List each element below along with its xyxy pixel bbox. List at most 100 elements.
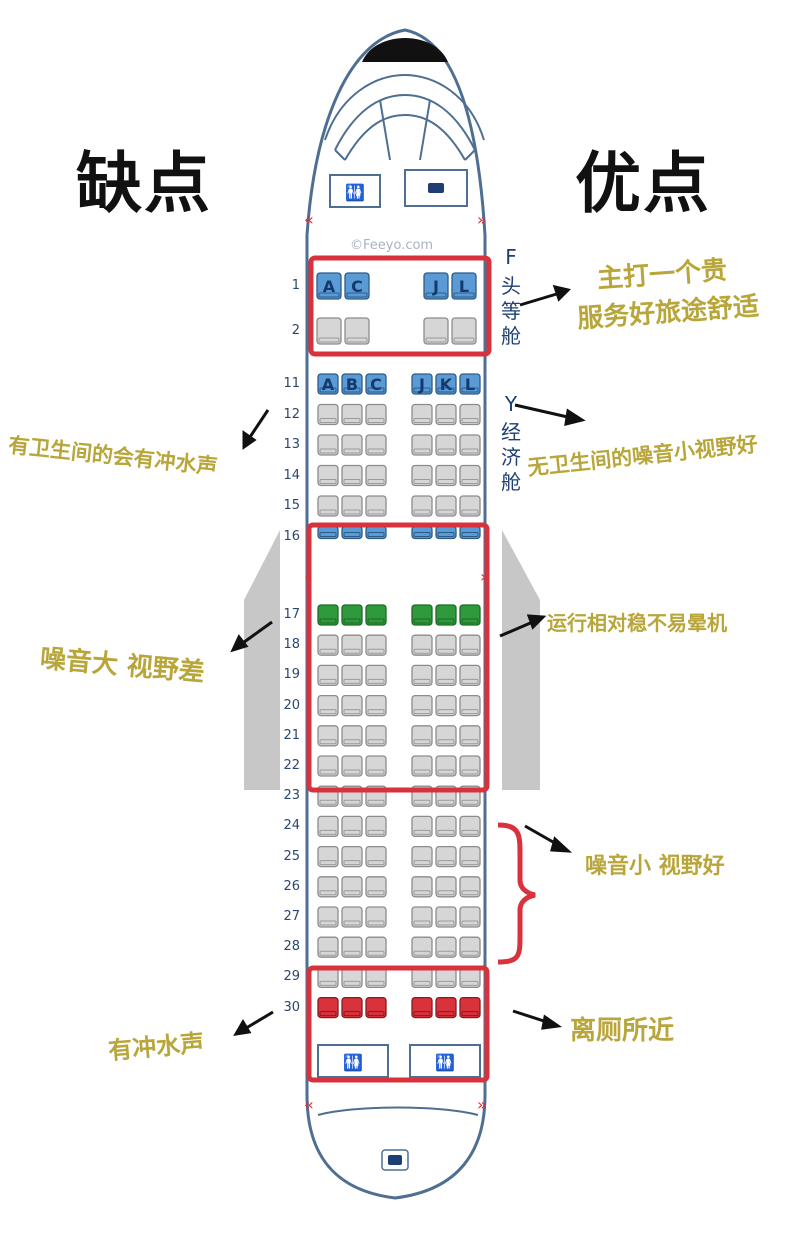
seat-30-A[interactable] [317,996,339,1019]
seat-22-L[interactable] [459,755,481,777]
seat-16-B[interactable] [341,525,363,540]
seat-17-K[interactable] [435,604,457,626]
seat-12-C[interactable] [365,403,387,426]
seat-28-C[interactable] [365,936,387,958]
seat-16-C[interactable] [365,525,387,540]
seat-24-B[interactable] [341,815,363,838]
seat-26-B[interactable] [341,876,363,898]
seat-14-B[interactable] [341,464,363,487]
seat-16-J[interactable] [411,525,433,540]
seat-17-L[interactable] [459,604,481,626]
seat-19-B[interactable] [341,664,363,687]
seat-22-J[interactable] [411,755,433,777]
seat-13-J[interactable] [411,434,433,456]
seat-28-J[interactable] [411,936,433,958]
seat-24-L[interactable] [459,815,481,838]
seat-11-J[interactable]: J [411,373,433,395]
seat-2-L[interactable] [451,317,477,345]
seat-1-C[interactable]: C [344,272,370,300]
seat-30-L[interactable] [459,996,481,1019]
seat-16-A[interactable] [317,525,339,540]
seat-22-B[interactable] [341,755,363,777]
seat-13-L[interactable] [459,434,481,456]
seat-16-K[interactable] [435,525,457,540]
seat-22-A[interactable] [317,755,339,777]
seat-19-A[interactable] [317,664,339,687]
seat-22-C[interactable] [365,755,387,777]
seat-19-J[interactable] [411,664,433,687]
seat-27-L[interactable] [459,906,481,928]
seat-28-A[interactable] [317,936,339,958]
seat-24-K[interactable] [435,815,457,838]
seat-12-K[interactable] [435,403,457,426]
seat-25-K[interactable] [435,845,457,868]
seat-20-C[interactable] [365,694,387,717]
seat-21-C[interactable] [365,725,387,747]
seat-26-J[interactable] [411,876,433,898]
seat-14-C[interactable] [365,464,387,487]
seat-26-A[interactable] [317,876,339,898]
seat-25-A[interactable] [317,845,339,868]
seat-18-J[interactable] [411,634,433,656]
seat-18-K[interactable] [435,634,457,656]
seat-15-L[interactable] [459,495,481,517]
seat-27-A[interactable] [317,906,339,928]
seat-20-L[interactable] [459,694,481,717]
seat-15-J[interactable] [411,495,433,517]
seat-30-C[interactable] [365,996,387,1019]
seat-27-B[interactable] [341,906,363,928]
seat-30-B[interactable] [341,996,363,1019]
seat-14-L[interactable] [459,464,481,487]
seat-21-K[interactable] [435,725,457,747]
seat-21-J[interactable] [411,725,433,747]
seat-18-A[interactable] [317,634,339,656]
seat-28-L[interactable] [459,936,481,958]
seat-15-K[interactable] [435,495,457,517]
seat-17-B[interactable] [341,604,363,626]
seat-28-K[interactable] [435,936,457,958]
seat-16-L[interactable] [459,525,481,540]
seat-30-J[interactable] [411,996,433,1019]
seat-2-C[interactable] [344,317,370,345]
seat-1-A[interactable]: A [316,272,342,300]
seat-27-C[interactable] [365,906,387,928]
seat-12-L[interactable] [459,403,481,426]
seat-26-C[interactable] [365,876,387,898]
seat-2-A[interactable] [316,317,342,345]
seat-26-K[interactable] [435,876,457,898]
seat-28-B[interactable] [341,936,363,958]
seat-2-J[interactable] [423,317,449,345]
seat-20-K[interactable] [435,694,457,717]
seat-19-K[interactable] [435,664,457,687]
seat-21-A[interactable] [317,725,339,747]
seat-20-A[interactable] [317,694,339,717]
seat-18-B[interactable] [341,634,363,656]
seat-18-C[interactable] [365,634,387,656]
seat-17-J[interactable] [411,604,433,626]
seat-19-L[interactable] [459,664,481,687]
seat-13-K[interactable] [435,434,457,456]
seat-15-C[interactable] [365,495,387,517]
seat-15-A[interactable] [317,495,339,517]
seat-29-K[interactable] [435,966,457,989]
seat-14-A[interactable] [317,464,339,487]
seat-17-A[interactable] [317,604,339,626]
seat-11-K[interactable]: K [435,373,457,395]
seat-25-C[interactable] [365,845,387,868]
seat-1-J[interactable]: J [423,272,449,300]
seat-11-L[interactable]: L [459,373,481,395]
seat-19-C[interactable] [365,664,387,687]
seat-14-K[interactable] [435,464,457,487]
seat-11-B[interactable]: B [341,373,363,395]
seat-24-J[interactable] [411,815,433,838]
seat-27-K[interactable] [435,906,457,928]
seat-26-L[interactable] [459,876,481,898]
seat-22-K[interactable] [435,755,457,777]
seat-25-J[interactable] [411,845,433,868]
seat-12-B[interactable] [341,403,363,426]
seat-17-C[interactable] [365,604,387,626]
seat-20-J[interactable] [411,694,433,717]
seat-24-C[interactable] [365,815,387,838]
seat-11-A[interactable]: A [317,373,339,395]
seat-14-J[interactable] [411,464,433,487]
